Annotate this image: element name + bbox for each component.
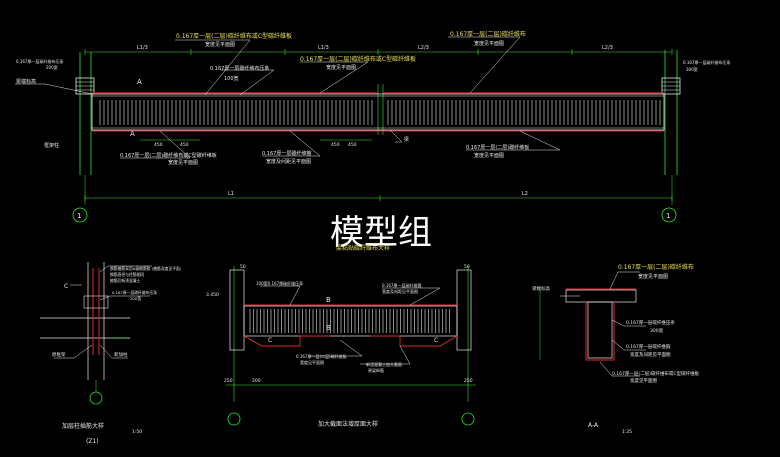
beam-mark-b2: B bbox=[326, 324, 331, 332]
beam-title: 加大截面法增厚面大样 bbox=[318, 420, 378, 428]
z1-note-6: 原框架 bbox=[52, 351, 66, 358]
dim-100: 100宽 bbox=[224, 75, 239, 82]
note-bot-right-2: 宽度见平面图 bbox=[474, 152, 504, 159]
axis-bubble-right bbox=[661, 207, 677, 223]
aa-note-4: 300宽 bbox=[650, 327, 664, 334]
dim-450d: 450 bbox=[348, 142, 357, 148]
note-left-small: 0.167厚一层碳纤维布压条 bbox=[16, 58, 63, 64]
aa-note-2: 宽度见平面图 bbox=[638, 273, 668, 280]
beam-mark-c2: C bbox=[434, 337, 438, 344]
note-top-left-2: 宽度见平面图 bbox=[205, 41, 235, 48]
z1-note-1: 钢筋植筋采用A级植筋胶 (植筋深度见平面) bbox=[110, 266, 182, 271]
aa-title: A-A bbox=[588, 422, 599, 429]
z1-note-7: 新加柱 bbox=[114, 351, 128, 358]
beam-dim-250b: 250 bbox=[464, 378, 473, 384]
aa-note-7: 0.167厚一层(二层)碳纤维布或C型碳纤维板 bbox=[612, 370, 700, 377]
dim-l1: L1 bbox=[228, 191, 234, 197]
beam-outline bbox=[91, 93, 665, 131]
beam-axis-right bbox=[461, 412, 475, 426]
note-right-small-2: 300宽 bbox=[686, 66, 698, 72]
dim-l2-mid: L2/3 bbox=[418, 45, 429, 51]
note-top-right: 0.167厚一层(二层)碳纤维布 bbox=[450, 30, 526, 38]
note-bot-center-2: 宽度及间距见平面图 bbox=[266, 158, 311, 165]
note-left-small-2: 200宽 bbox=[46, 64, 58, 70]
note-right-small: 0.167厚一层碳纤维布压条 bbox=[683, 59, 730, 65]
left-column bbox=[75, 52, 95, 175]
aa-note-3: 0.167厚一层碳纤维压条 bbox=[626, 319, 675, 326]
section-mark-a-bottom: A bbox=[130, 130, 135, 138]
top-dimension bbox=[84, 49, 673, 55]
note-column: 框架柱 bbox=[44, 142, 59, 149]
axis-bubble-left bbox=[72, 207, 88, 223]
beam-note-3: 宽度及间距见平面图 bbox=[382, 288, 418, 294]
z1-axis-bubble bbox=[89, 391, 103, 405]
main-beam-elevation: L1/3 L1/3 L2/3 L2/3 L1 L2 1 1 450 450 45… bbox=[15, 30, 730, 223]
beam-note-7: 原梁纵筋 bbox=[368, 367, 384, 373]
cfrp-stirrups bbox=[99, 100, 661, 125]
note-bot-center: 0.167厚一层碳纤维箍 bbox=[262, 150, 311, 157]
z1-note-2: 钢筋直径与柱筋相同 bbox=[110, 272, 144, 277]
section-mark-a-top: A bbox=[137, 78, 142, 86]
beam-axis-left bbox=[227, 412, 241, 426]
aa-note-1: 0.167厚一层(二层)碳纤维布 bbox=[618, 263, 694, 271]
beam-dim-250a: 250 bbox=[224, 378, 233, 384]
aa-scale: 1:25 bbox=[622, 429, 632, 435]
beam-mark-c1: C bbox=[268, 337, 272, 344]
dim-450a: 450 bbox=[154, 142, 163, 148]
bottom-dimension bbox=[84, 175, 673, 205]
note-bot-left-2: 宽度见平面图 bbox=[168, 159, 198, 166]
note-bot-right: 0.167厚一层(二层)碳纤维板 bbox=[466, 144, 529, 151]
beam-note-1: 100宽0.167厚碳纤维压条 bbox=[256, 280, 303, 286]
beam-note-6: 新浇混凝土加大截面 bbox=[366, 361, 402, 367]
dim-450c: 450 bbox=[331, 142, 340, 148]
z1-note-5: 200宽 bbox=[130, 296, 141, 301]
note-top-left: 0.167厚一层(二层)碳纤维布或C型碳纤维板 bbox=[176, 32, 292, 40]
z1-note-4: 0.167厚一层碳纤维布压条 bbox=[112, 290, 157, 295]
beam-elev: 3.450 bbox=[206, 292, 219, 298]
note-col2: 梁 bbox=[404, 136, 409, 143]
dim-l3-right: L2/3 bbox=[602, 45, 613, 51]
leaders-main bbox=[15, 36, 561, 159]
beam-note-4: 0.167厚一层(二层)碳纤维板 bbox=[296, 353, 347, 359]
z1-scale: 1:50 bbox=[132, 429, 142, 435]
detail-aa: 0.167厚一层(二层)碳纤维布 宽度见平面图 0.167厚一层碳纤维压条 30… bbox=[532, 263, 700, 435]
main-caption: 梁粘贴碳纤维布大样 bbox=[336, 244, 390, 252]
z1-c-mark: C bbox=[64, 283, 68, 290]
detail-z1: C 钢筋植筋采用A级植筋胶 (植筋深度见平面) 钢筋直径与柱筋相同 植筋后新浇混… bbox=[40, 262, 182, 445]
beam-note-2: 0.167厚一层碳纤维箍 bbox=[382, 282, 421, 288]
axis-right-label: 1 bbox=[666, 212, 670, 220]
aa-note-5: 0.167厚一层碳纤维箍 bbox=[626, 343, 671, 350]
dim-l3-mid: L1/3 bbox=[318, 45, 329, 51]
beam-dim-50a: 50 bbox=[240, 264, 246, 270]
beam-note-5: 宽度见平面图 bbox=[300, 359, 324, 365]
dim-l2: L2 bbox=[522, 191, 528, 197]
dim-l3-left: L1/3 bbox=[137, 45, 148, 51]
detail-stirrups bbox=[249, 309, 450, 333]
axis-left-label: 1 bbox=[77, 212, 81, 220]
dim-450b: 450 bbox=[180, 142, 189, 148]
beam-dim-200: 200 bbox=[252, 378, 261, 384]
watermark: 模型组 bbox=[330, 213, 432, 253]
note-mid-center-2: 宽度见平面图 bbox=[326, 64, 356, 71]
note-top-right-2: 宽度见平面图 bbox=[474, 40, 504, 47]
note-beam-end: 梁端标高 bbox=[16, 78, 36, 85]
aa-note-8: 宽度见平面图 bbox=[630, 377, 657, 384]
note-bot-left: 0.167厚一层(二层)碳纤维布或C型碳纤维板 bbox=[120, 152, 217, 159]
detail-beam: 250 250 50 50 200 3.450 B B C C 100宽0.16… bbox=[206, 264, 476, 428]
beam-mark-b1: B bbox=[326, 296, 331, 304]
note-mid-left: 0.167厚一层碳纤维布压条 bbox=[210, 65, 269, 72]
aa-note-6: 宽度及间距见平面图 bbox=[630, 351, 671, 358]
note-mid-center: 0.167厚一层(二层)碳纤维布或C型碳纤维板 bbox=[300, 55, 416, 63]
right-column bbox=[661, 50, 681, 175]
aa-beam-end: 梁端标高 bbox=[532, 285, 550, 292]
beam-dim-50b: 50 bbox=[464, 264, 470, 270]
z1-title: 加层柱插筋大样 bbox=[62, 422, 104, 430]
z1-note-3: 植筋后新浇混凝土 bbox=[110, 278, 141, 283]
z1-tag: (Z1) bbox=[86, 438, 99, 445]
